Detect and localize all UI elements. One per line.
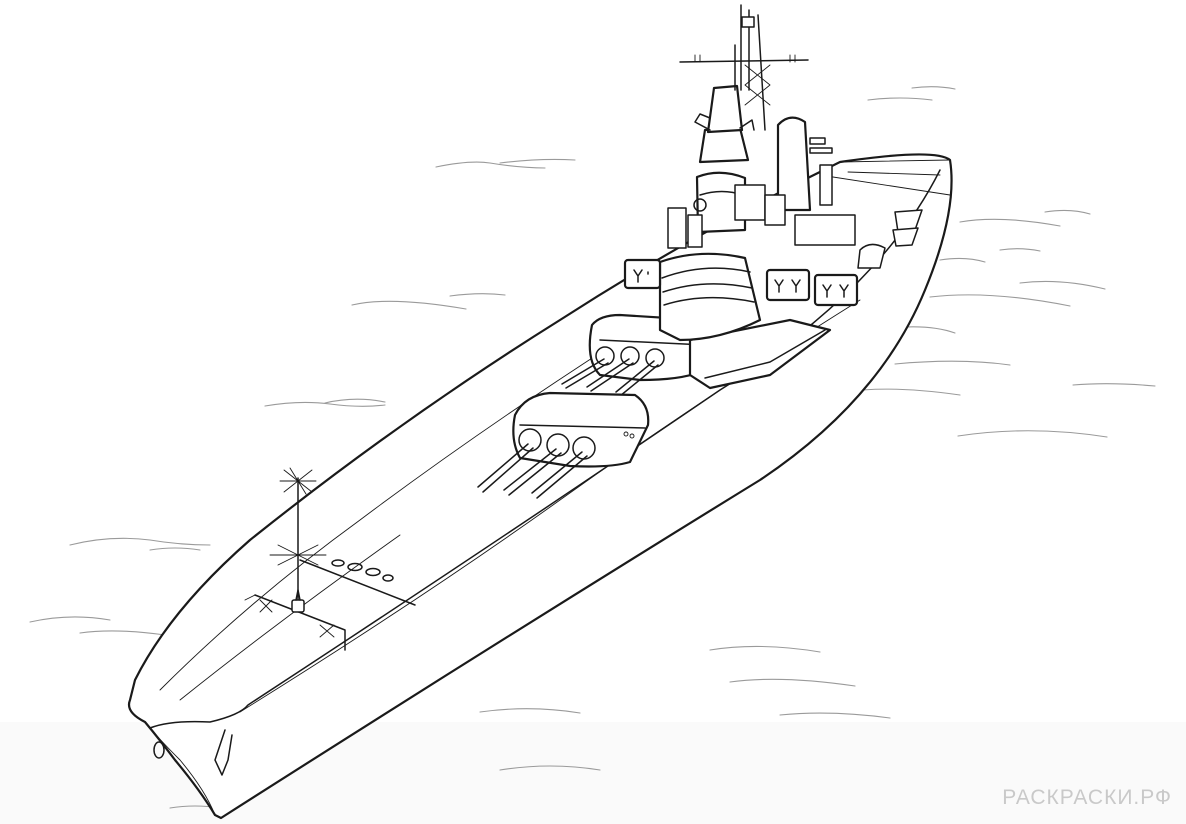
superstructure: [658, 84, 856, 342]
watermark: РАСКРАСКИ.РФ: [1002, 786, 1172, 809]
jack-staff: [269, 467, 327, 613]
turret-1: [477, 391, 650, 499]
mast: [679, 4, 809, 131]
lifeboats: [857, 209, 923, 269]
secondary-mounts: [623, 258, 859, 307]
barbette: [688, 318, 832, 390]
sea-waves: [29, 86, 1156, 809]
